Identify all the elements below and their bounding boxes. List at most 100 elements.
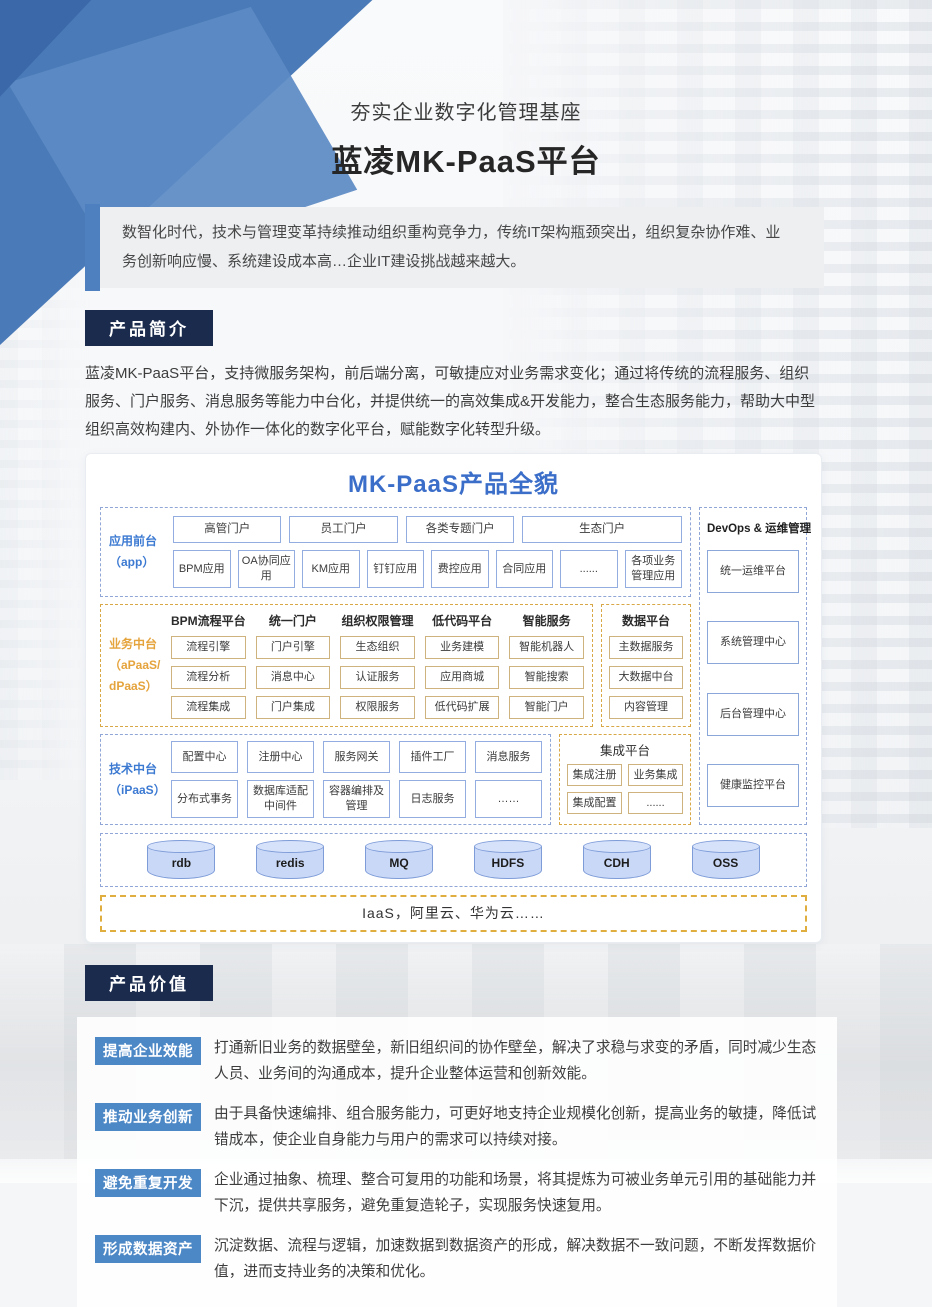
app-box: 钉钉应用 bbox=[366, 550, 424, 589]
business-middle-layer: 业务中台 （aPaaS/ dPaaS） BPM流程平台 流程引擎流程分析流程集成… bbox=[100, 604, 593, 728]
integration-grid: 集成注册业务集成集成配置...... bbox=[567, 764, 683, 815]
business-column-items: 流程引擎流程分析流程集成 bbox=[171, 636, 246, 720]
value-item: 提高企业效能 打通新旧业务的数据壁垒，新旧组织间的协作壁垒，解决了求稳与求变的矛… bbox=[95, 1035, 819, 1088]
business-column-items: 业务建模应用商城低代码扩展 bbox=[424, 636, 500, 720]
tech-layer-row: 技术中台 （iPaaS） 配置中心注册中心服务网关插件工厂消息服务分布式事务数据… bbox=[100, 734, 691, 825]
business-column-header: 组织权限管理 bbox=[341, 614, 414, 629]
business-box: 认证服务 bbox=[340, 666, 415, 690]
database-cylinder-icon: CDH bbox=[582, 839, 651, 879]
portal-box: 生态门户 bbox=[522, 516, 682, 544]
business-column: 低代码平台 业务建模应用商城低代码扩展 bbox=[424, 612, 500, 720]
business-box: 门户引擎 bbox=[255, 636, 331, 660]
portal-row: 高管门户员工门户各类专题门户生态门户 bbox=[173, 516, 682, 544]
value-badge: 提高企业效能 bbox=[95, 1036, 201, 1065]
tech-box: 分布式事务 bbox=[171, 780, 238, 818]
integration-platform-header: 集成平台 bbox=[599, 744, 650, 759]
business-column-header: 智能服务 bbox=[522, 614, 571, 629]
business-box: 低代码扩展 bbox=[424, 696, 500, 720]
business-box: 智能搜索 bbox=[509, 666, 584, 690]
business-box: 权限服务 bbox=[340, 696, 415, 720]
product-value-card: 提高企业效能 打通新旧业务的数据壁垒，新旧组织间的协作壁垒，解决了求稳与求变的矛… bbox=[77, 1016, 837, 1307]
business-box: 流程分析 bbox=[171, 666, 246, 690]
tech-box: 插件工厂 bbox=[399, 741, 466, 774]
database-cylinder-icon: OSS bbox=[691, 839, 760, 879]
data-platform-items: 主数据服务大数据中台内容管理 bbox=[609, 636, 683, 720]
business-column-header: 统一门户 bbox=[268, 614, 317, 629]
business-box: 智能门户 bbox=[509, 696, 584, 720]
diagram-title: MK-PaaS产品全貌 bbox=[347, 471, 560, 499]
portal-box: 员工门户 bbox=[289, 516, 398, 544]
architecture-diagram-card: MK-PaaS产品全貌 应用前台 （app） 高管门户员工门户各类专题门户生态门… bbox=[85, 453, 822, 943]
value-text: 沉淀数据、流程与逻辑，加速数据到数据资产的形成，解决数据不一致问题，不断发挥数据… bbox=[214, 1237, 817, 1281]
tech-box: 配置中心 bbox=[171, 741, 238, 774]
business-column: BPM流程平台 流程引擎流程分析流程集成 bbox=[171, 612, 246, 720]
business-box: 流程集成 bbox=[171, 696, 246, 720]
page-title: 蓝凌MK-PaaS平台 bbox=[331, 144, 601, 179]
integration-platform-panel: 集成平台 集成注册业务集成集成配置...... bbox=[559, 734, 691, 825]
business-layer-label: 业务中台 （aPaaS/ dPaaS） bbox=[109, 637, 161, 694]
portal-box: 高管门户 bbox=[173, 516, 282, 544]
business-layer-row: 业务中台 （aPaaS/ dPaaS） BPM流程平台 流程引擎流程分析流程集成… bbox=[100, 604, 691, 728]
devops-header: DevOps & 运维管理 bbox=[707, 523, 812, 536]
page-subtitle: 夯实企业数字化管理基座 bbox=[350, 102, 582, 124]
app-box: ...... bbox=[560, 550, 618, 589]
app-front-layer-label: 应用前台 （app） bbox=[109, 534, 158, 570]
business-column-items: 门户引擎消息中心门户集成 bbox=[255, 636, 331, 720]
app-box: 合同应用 bbox=[495, 550, 553, 589]
value-item: 避免重复开发 企业通过抽象、梳理、整合可复用的功能和场景，将其提炼为可被业务单元… bbox=[95, 1167, 819, 1220]
tech-box: …… bbox=[475, 780, 542, 818]
business-column: 组织权限管理 生态组织认证服务权限服务 bbox=[340, 612, 415, 720]
business-box: 生态组织 bbox=[340, 636, 415, 660]
data-platform-box: 主数据服务 bbox=[609, 636, 683, 660]
app-box: KM应用 bbox=[302, 550, 360, 589]
business-column: 智能服务 智能机器人智能搜索智能门户 bbox=[509, 612, 584, 720]
business-box: 门户集成 bbox=[255, 696, 331, 720]
data-platform-panel: 数据平台 主数据服务大数据中台内容管理 bbox=[601, 604, 691, 728]
tech-box: 服务网关 bbox=[323, 741, 390, 774]
value-badge: 推动业务创新 bbox=[95, 1102, 201, 1131]
devops-column: DevOps & 运维管理 统一运维平台系统管理中心后台管理中心健康监控平台 bbox=[699, 507, 812, 825]
value-item: 推动业务创新 由于具备快速编排、组合服务能力，可更好地支持企业规模化创新，提高业… bbox=[95, 1101, 819, 1154]
business-columns: BPM流程平台 流程引擎流程分析流程集成 统一门户 门户引擎消息中心门户集成 bbox=[171, 612, 584, 720]
data-platform-header: 数据平台 bbox=[621, 614, 670, 629]
devops-items: 统一运维平台系统管理中心后台管理中心健康监控平台 bbox=[707, 540, 799, 817]
business-column-header: 低代码平台 bbox=[432, 614, 493, 629]
tech-box: 容器编排及管理 bbox=[323, 780, 390, 818]
business-column-header: BPM流程平台 bbox=[171, 614, 246, 629]
value-text: 打通新旧业务的数据壁垒，新旧组织间的协作壁垒，解决了求稳与求变的矛盾，同时减少生… bbox=[214, 1039, 817, 1083]
product-intro-paragraph: 蓝凌MK-PaaS平台，支持微服务架构，前后端分离，可敏捷应对业务需求变化；通过… bbox=[85, 365, 816, 438]
app-box: 各项业务管理应用 bbox=[624, 550, 682, 589]
devops-box: 后台管理中心 bbox=[707, 692, 799, 736]
integration-box: 集成配置 bbox=[567, 792, 622, 815]
tech-grid: 配置中心注册中心服务网关插件工厂消息服务分布式事务数据库适配中间件容器编排及管理… bbox=[171, 741, 542, 818]
business-column-items: 生态组织认证服务权限服务 bbox=[340, 636, 415, 720]
tech-box: 注册中心 bbox=[247, 741, 314, 774]
business-box: 消息中心 bbox=[255, 666, 331, 690]
iaas-bar: IaaS，阿里云、华为云…… bbox=[100, 894, 807, 932]
app-box: OA协同应用 bbox=[237, 550, 295, 589]
business-column: 统一门户 门户引擎消息中心门户集成 bbox=[255, 612, 331, 720]
integration-box: 业务集成 bbox=[628, 764, 683, 787]
tech-box: 数据库适配中间件 bbox=[247, 780, 314, 818]
tech-box: 消息服务 bbox=[475, 741, 542, 774]
business-box: 业务建模 bbox=[424, 636, 500, 660]
devops-box: 统一运维平台 bbox=[707, 550, 799, 593]
business-column-items: 智能机器人智能搜索智能门户 bbox=[509, 636, 584, 720]
data-platform-box: 内容管理 bbox=[609, 696, 683, 720]
data-platform-box: 大数据中台 bbox=[609, 666, 683, 690]
tech-box: 日志服务 bbox=[399, 780, 466, 818]
hero: 夯实企业数字化管理基座 蓝凌MK-PaaS平台 bbox=[0, 0, 932, 181]
tech-layer-label: 技术中台 （iPaaS） bbox=[109, 761, 166, 797]
database-cylinder-icon: MQ bbox=[365, 839, 434, 879]
app-box: 费控应用 bbox=[431, 550, 489, 589]
intro-quote-text: 数智化时代，技术与管理变革持续推动组织重构竞争力，传统IT架构瓶颈突出，组织复杂… bbox=[100, 207, 824, 288]
business-box: 应用商城 bbox=[424, 666, 500, 690]
section-heading-product-value: 产品价值 bbox=[85, 964, 213, 1001]
value-text: 由于具备快速编排、组合服务能力，可更好地支持企业规模化创新，提高业务的敏捷，降低… bbox=[214, 1105, 817, 1149]
devops-box: 系统管理中心 bbox=[707, 621, 799, 665]
